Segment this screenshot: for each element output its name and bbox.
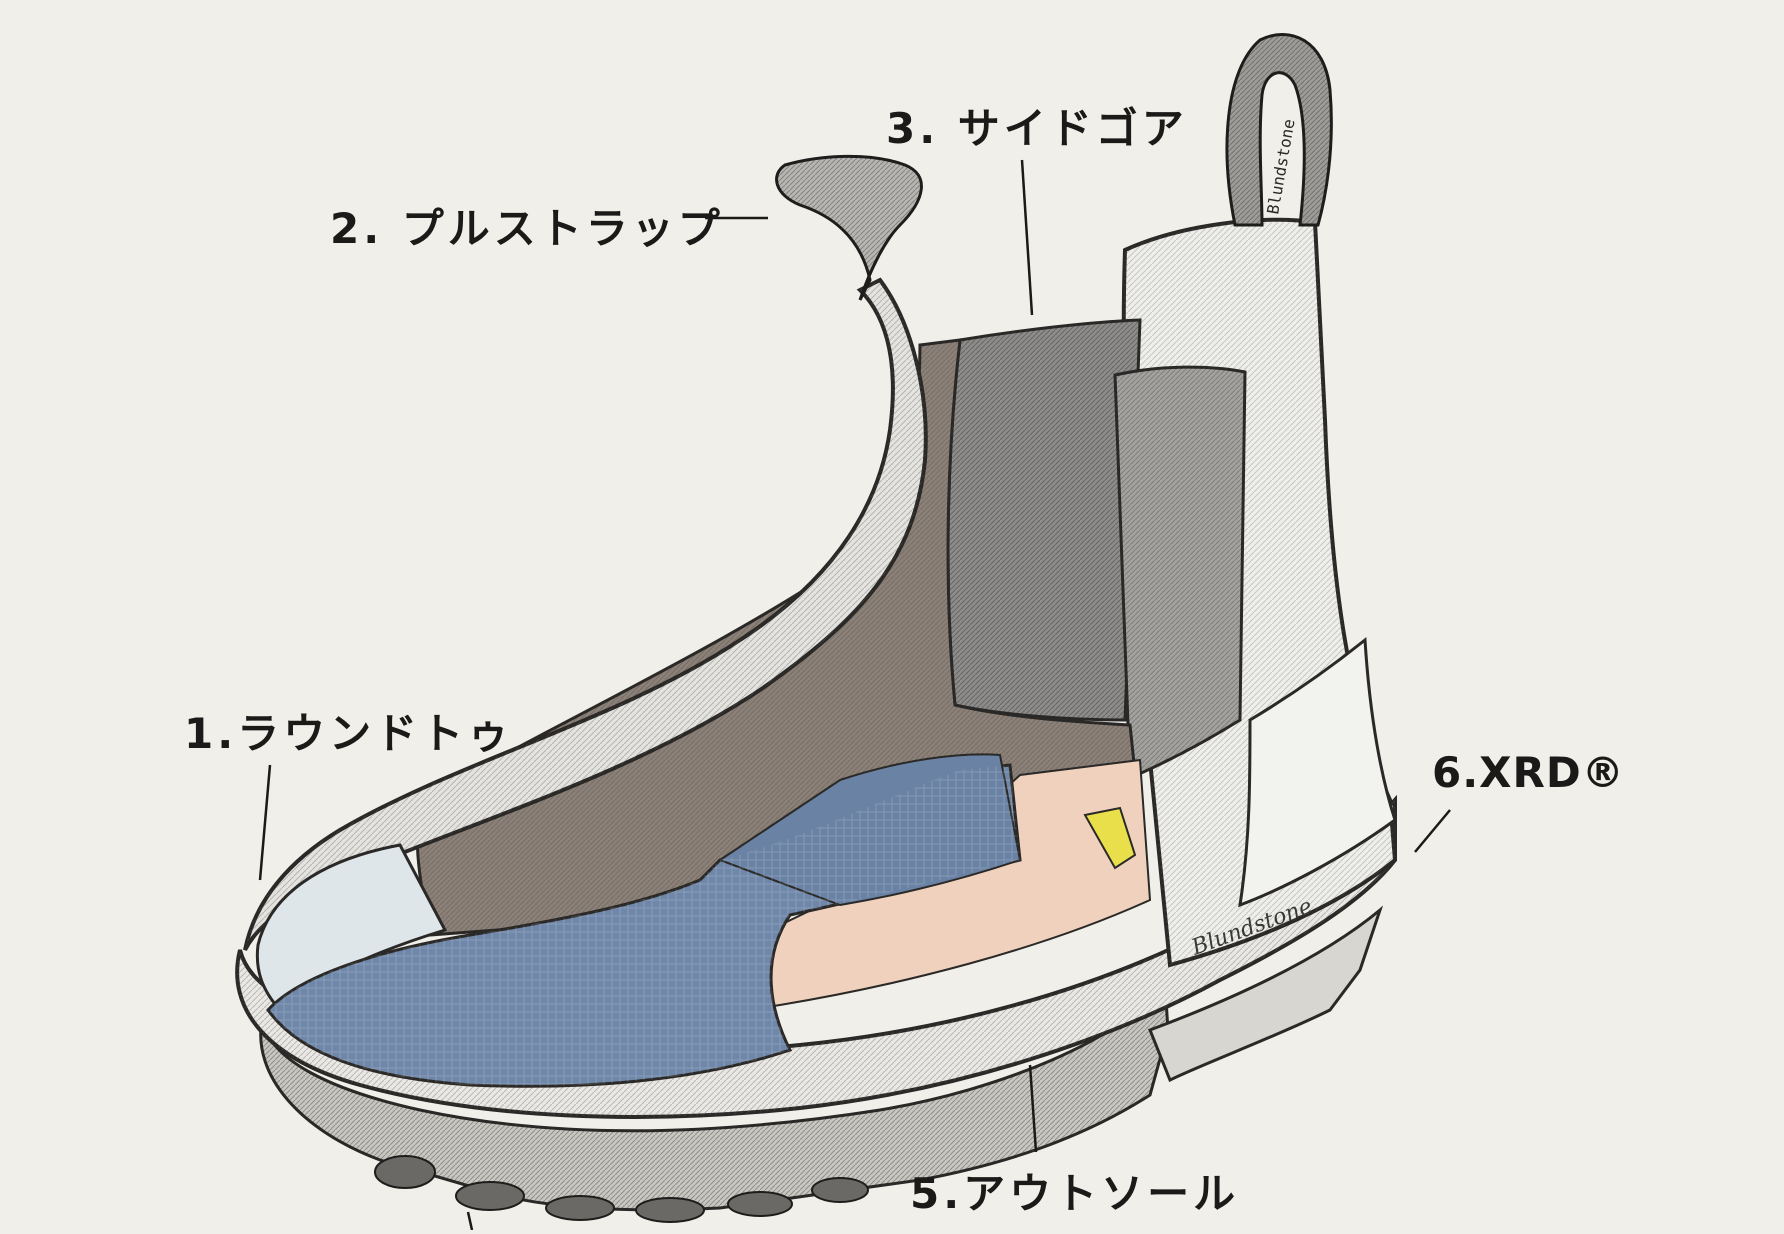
leader-line-6: [1414, 809, 1451, 853]
callout-outsole: 5.アウトソール: [910, 1169, 1240, 1218]
leader-line-3: [1020, 159, 1034, 316]
heel-counter: [1238, 637, 1397, 908]
heel-block: [1148, 905, 1384, 1083]
tread-lugs: [374, 1155, 869, 1223]
leader-line-4: [466, 1211, 474, 1231]
callout-side-gore: 3. サイドゴア: [886, 104, 1188, 153]
callout-pull-strap: 2. プルストラップ: [330, 204, 724, 253]
toe-cap: [255, 843, 448, 1013]
outsole-tread-hatch: [260, 985, 1169, 1210]
strap-brand: Blundstone: [1263, 118, 1298, 216]
leader-line-5: [1028, 1064, 1038, 1153]
xrd-pad: [1083, 806, 1137, 870]
sole-welt-hatch: [237, 800, 1396, 1117]
callout-round-toe: 1.ラウンドトゥ: [184, 709, 514, 758]
leader-lines: [258, 159, 1451, 1231]
leader-line-1: [258, 764, 272, 881]
callout-xrd: 6.XRD®: [1432, 748, 1625, 797]
